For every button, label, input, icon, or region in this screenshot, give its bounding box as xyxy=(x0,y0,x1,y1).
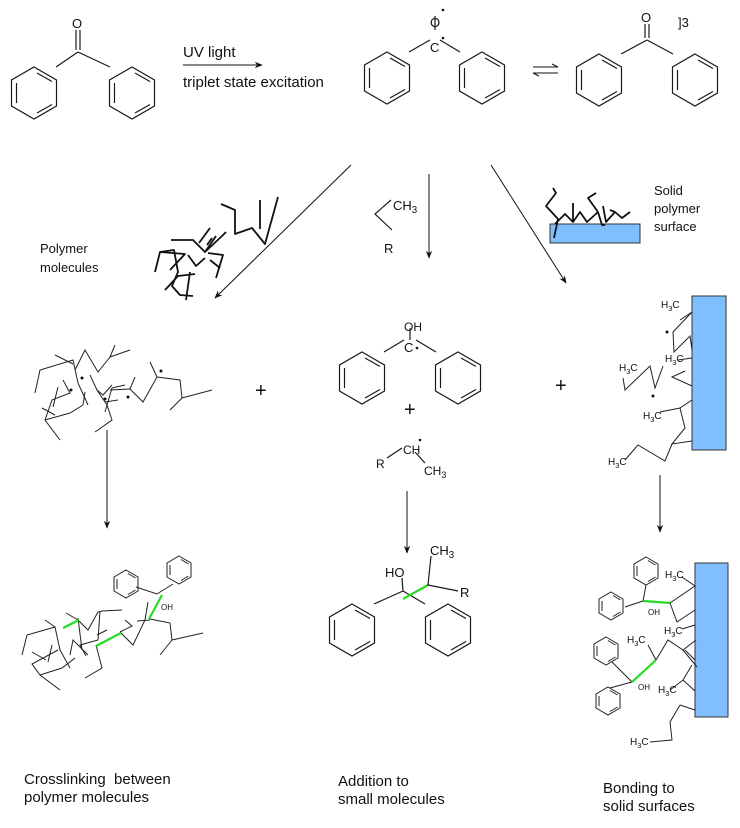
h3c-label: H3C xyxy=(608,457,627,470)
equilibrium-arrows xyxy=(532,63,559,77)
triplet-benzophenone: O ]3 xyxy=(575,10,719,107)
alkyl-radical: R CH CH3 xyxy=(376,438,446,480)
triplet-excitation-label: triplet state excitation xyxy=(183,74,324,91)
carbon-label: C xyxy=(404,340,413,355)
uv-reaction-arrow: UV light triplet state excitation xyxy=(183,44,324,91)
h3c-label: H3C xyxy=(630,737,649,750)
ho-label: HO xyxy=(385,565,405,580)
oh-label: OH xyxy=(648,608,660,617)
h3c-label: H3C xyxy=(665,354,684,367)
arrow-to-surface xyxy=(490,164,567,284)
oxygen-label: O xyxy=(72,16,82,31)
small-molecule-reactant: CH3 R xyxy=(374,198,417,256)
caption-line: small molecules xyxy=(338,791,445,808)
benzophenone-molecule: O xyxy=(10,16,156,120)
ch3-label: CH3 xyxy=(430,543,454,561)
caption-addition: Addition to small molecules xyxy=(338,773,445,809)
h3c-label: H3C xyxy=(665,570,684,583)
polymer-molecules-icon xyxy=(154,196,279,301)
crosslinked-polymer: OH xyxy=(21,555,204,691)
h3c-label: H3C xyxy=(661,300,680,313)
polymer-label-line2: molecules xyxy=(40,260,99,275)
solid-polymer-surface-icon xyxy=(545,187,641,244)
surface-bonded-product: OH OH H3C H3C H3C H3C H3C xyxy=(593,556,729,750)
h3c-label: H3C xyxy=(627,635,646,648)
caption-line: Bonding to xyxy=(603,780,675,797)
surface-radicals: H3C H3C H3C H3C H3C xyxy=(608,295,727,470)
plus-sign: + xyxy=(255,380,267,402)
caption-crosslinking: Crosslinking between polymer molecules xyxy=(24,771,171,807)
caption-line: solid surfaces xyxy=(603,798,695,815)
solid-label-line2: polymer xyxy=(654,201,701,216)
h3c-label: H3C xyxy=(664,626,683,639)
radical-dot-icon xyxy=(441,36,445,40)
addition-product: HO CH3 R xyxy=(328,543,472,657)
r-group-label: R xyxy=(384,241,393,256)
uv-light-label: UV light xyxy=(183,44,236,61)
benzophenone-diradical: C O xyxy=(363,8,506,105)
plus-sign: + xyxy=(555,375,567,397)
r-label: R xyxy=(376,457,385,471)
ketyl-radical: C OH xyxy=(338,320,482,405)
ch-radical-label: CH xyxy=(403,443,420,457)
caption-bonding: Bonding to solid surfaces xyxy=(603,780,695,816)
polymer-label-line1: Polymer xyxy=(40,241,88,256)
oxygen-radical-label: O xyxy=(430,15,440,30)
arrow-to-polymer xyxy=(214,164,352,299)
ch3-label: CH3 xyxy=(424,464,446,480)
h3c-label: H3C xyxy=(619,363,638,376)
r-label: R xyxy=(460,585,469,600)
polymer-radicals xyxy=(34,344,213,441)
oh-label: OH xyxy=(638,683,650,692)
solid-label-line3: surface xyxy=(654,219,697,234)
oxygen-label: O xyxy=(641,10,651,25)
ch3-label: CH3 xyxy=(393,198,417,216)
oh-label: OH xyxy=(161,603,173,612)
carbon-label: C xyxy=(430,40,439,55)
caption-line: Crosslinking between xyxy=(24,771,171,788)
radical-dot-icon xyxy=(441,8,445,12)
solid-label-line1: Solid xyxy=(654,183,683,198)
h3c-label: H3C xyxy=(658,685,677,698)
h3c-label: H3C xyxy=(643,411,662,424)
triplet-state-label: ]3 xyxy=(678,15,689,30)
caption-line: Addition to xyxy=(338,773,409,790)
oh-label: OH xyxy=(404,320,422,334)
plus-sign: + xyxy=(404,399,416,421)
caption-line: polymer molecules xyxy=(24,789,150,806)
